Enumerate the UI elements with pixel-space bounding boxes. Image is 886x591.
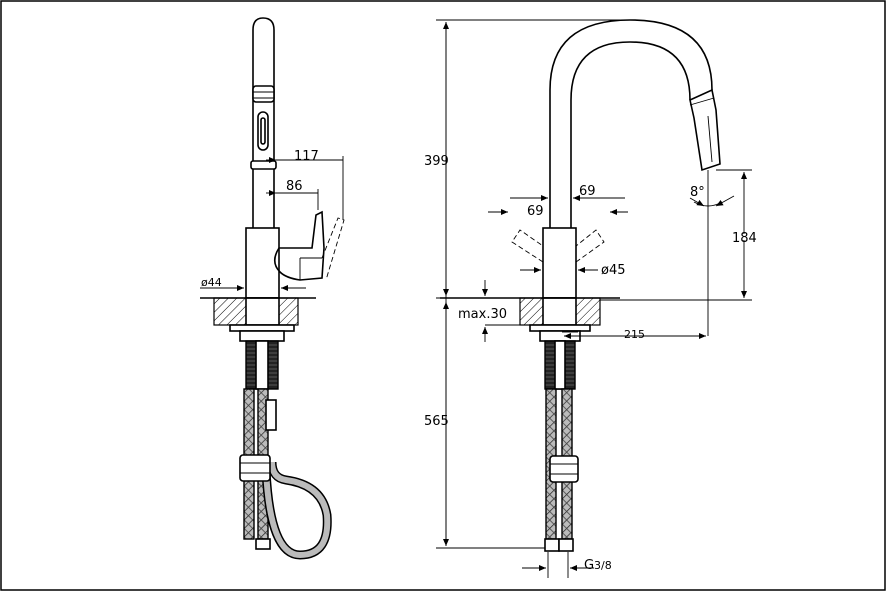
dim-69-right: 69 bbox=[579, 184, 596, 199]
side-nut bbox=[239, 330, 285, 342]
front-spout-inner bbox=[570, 41, 691, 228]
dim-399: 399 bbox=[424, 154, 449, 169]
dim-diam-44: ø44 bbox=[201, 276, 222, 289]
front-hose-weight bbox=[549, 455, 579, 483]
dim-diam-45: ø45 bbox=[601, 263, 626, 278]
side-bottom-fitting bbox=[255, 538, 271, 550]
front-lever-left-position bbox=[511, 229, 544, 263]
dim-215: 215 bbox=[624, 328, 645, 341]
front-plate bbox=[529, 324, 591, 332]
side-body bbox=[245, 227, 280, 299]
side-lever bbox=[273, 210, 325, 281]
side-pullout-hose-loop bbox=[263, 461, 331, 559]
dim-69-left: 69 bbox=[527, 204, 544, 219]
side-spout bbox=[252, 17, 275, 228]
dim-184: 184 bbox=[732, 231, 757, 246]
dim-565: 565 bbox=[424, 414, 449, 429]
front-fitting-left bbox=[544, 538, 560, 552]
dim-angle-8: 8° bbox=[690, 185, 705, 200]
front-spout-outer bbox=[549, 19, 713, 228]
side-body-through bbox=[245, 297, 280, 326]
side-hose-weight bbox=[239, 454, 271, 482]
side-view: 117 86 ø44 bbox=[200, 17, 345, 560]
front-fitting-right bbox=[558, 538, 574, 552]
side-plate bbox=[229, 324, 295, 332]
dim-86: 86 bbox=[286, 179, 303, 194]
side-spout-collar bbox=[250, 160, 277, 170]
front-spray-head bbox=[689, 88, 721, 172]
dim-117: 117 bbox=[294, 149, 319, 164]
side-lever-alt-position bbox=[321, 217, 345, 281]
dim-thread-g: G bbox=[584, 558, 594, 573]
front-lever-right-position bbox=[575, 229, 605, 263]
side-spray-ring bbox=[252, 85, 275, 103]
dim-thread-fraction: 3/8 bbox=[594, 559, 612, 572]
front-view: 399 565 max.30 69 69 ø45 184 8° bbox=[424, 19, 757, 578]
side-hose-fitting bbox=[265, 399, 277, 431]
dim-max-30: max.30 bbox=[458, 307, 507, 322]
front-body bbox=[542, 227, 577, 299]
